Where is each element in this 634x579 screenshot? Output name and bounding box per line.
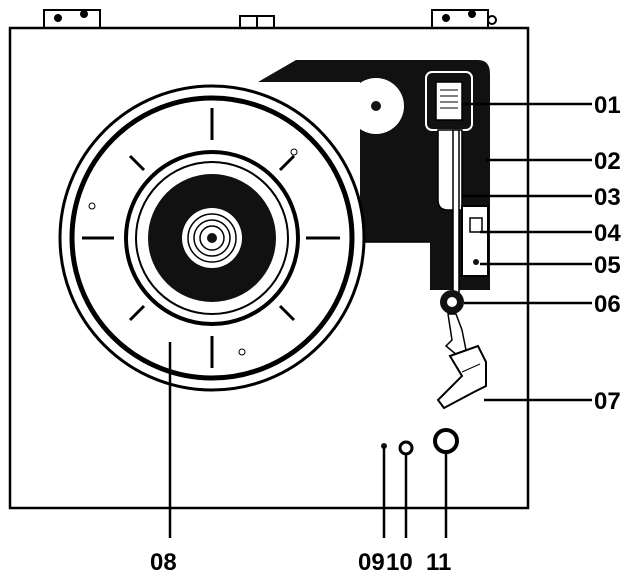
tonearm-icon <box>425 71 489 410</box>
platter-icon <box>58 84 366 392</box>
callout-03: 03 <box>594 184 621 211</box>
callout-02: 02 <box>594 148 621 175</box>
callout-09: 09 <box>358 549 385 576</box>
cartridge-headshell <box>436 344 487 410</box>
callout-01: 01 <box>594 92 621 119</box>
hinge-right <box>431 9 489 29</box>
volume-knob[interactable] <box>398 440 414 456</box>
tonearm-plate-lower-strip <box>360 232 490 242</box>
top-hinges <box>43 9 497 29</box>
hinge-left <box>43 9 101 29</box>
callout-10: 10 <box>386 549 413 576</box>
arm-rest-box <box>461 205 489 277</box>
callout-11: 11 <box>426 549 451 576</box>
headphone-jack[interactable] <box>433 428 459 454</box>
leader-lines <box>168 102 592 538</box>
callout-05: 05 <box>594 252 621 279</box>
callout-04: 04 <box>594 220 621 247</box>
callout-08: 08 <box>150 549 177 576</box>
callout-07: 07 <box>594 388 621 415</box>
callout-06: 06 <box>594 291 621 318</box>
